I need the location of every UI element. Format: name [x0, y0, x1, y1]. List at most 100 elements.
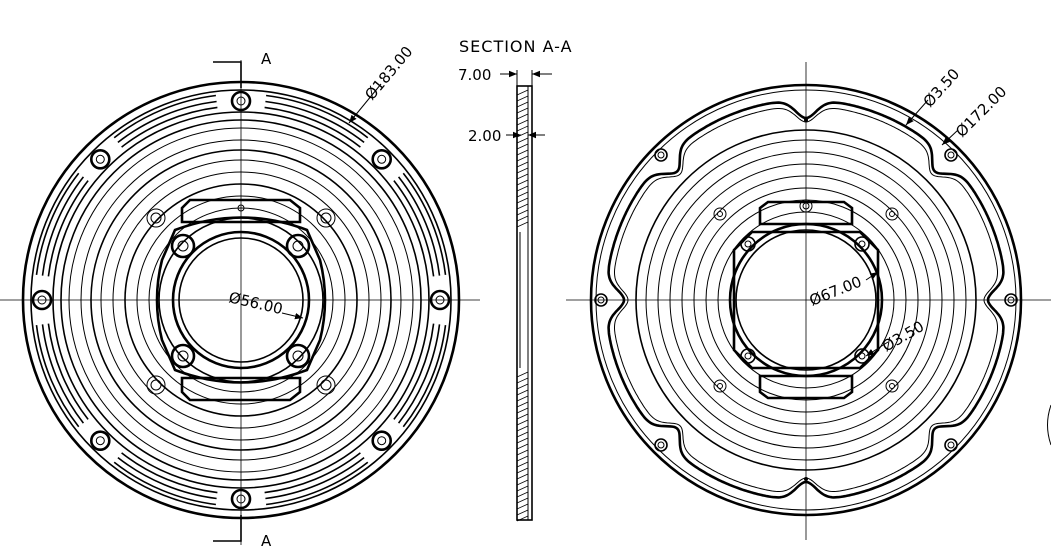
left-mounting-hole — [316, 208, 336, 228]
right-outer-dim-leader — [941, 129, 959, 146]
left-ring — [80, 139, 402, 461]
left-ring — [148, 207, 334, 393]
right-mounting-hole-core — [889, 211, 895, 217]
hatch-line — [516, 125, 529, 132]
left-hub-hole — [285, 343, 311, 369]
left-rim-hole-core — [236, 96, 246, 106]
hatch-line — [516, 485, 529, 492]
left-mounting-hole-core — [150, 379, 162, 391]
left-rim-hole — [429, 289, 451, 311]
section-thickness-label: 7.00 — [458, 66, 491, 84]
left-ring — [60, 119, 422, 481]
right-outer-diameter-label: Ø172.00 — [952, 83, 1010, 141]
hatch-line — [516, 455, 529, 462]
left-hub-hole-core — [177, 350, 189, 362]
hatch-line — [516, 467, 529, 474]
left-mounting-hole-core — [320, 379, 332, 391]
left-arc-slots — [35, 94, 447, 506]
hatch-line — [516, 413, 529, 420]
left-outer-diameter-label: Ø183.00 — [361, 43, 416, 104]
hatch-line — [516, 395, 529, 402]
hatch-line — [516, 221, 529, 228]
section-title: SECTION A-A — [459, 37, 573, 56]
hatch-line — [516, 215, 529, 222]
left-rim-hole — [90, 149, 111, 170]
hatch-line — [516, 197, 529, 204]
hatch-line — [516, 149, 529, 156]
hatch-line — [516, 479, 529, 486]
hatch-line — [516, 443, 529, 450]
left-slot-arc — [47, 180, 89, 277]
right-plate-view: Ø3.50 Ø172.00 Ø67.00 Ø3.50 — [566, 62, 1051, 540]
right-rim-hole-core — [1007, 296, 1015, 304]
hatch-line — [516, 389, 529, 396]
left-top-tab — [180, 198, 302, 224]
left-hub-hole — [285, 233, 311, 259]
hatch-line — [516, 185, 529, 192]
hatch-line — [516, 119, 529, 126]
left-top-pin — [237, 204, 245, 212]
right-ring — [635, 129, 977, 471]
right-hub-hole-core — [744, 352, 752, 360]
left-rim-hole — [230, 90, 252, 112]
hatch-line — [516, 425, 529, 432]
section-hatch-bottom — [516, 371, 529, 522]
left-outer-rim-inner — [30, 89, 452, 511]
left-rim-hole-core — [95, 154, 105, 164]
hatch-line — [516, 431, 529, 438]
edge-partial-shape — [1047, 404, 1051, 446]
left-rim-hole — [90, 430, 111, 452]
hatch-line — [516, 449, 529, 456]
section-marker-top: A — [261, 50, 272, 68]
right-rim-hole — [944, 438, 958, 452]
left-slot-arc — [113, 461, 216, 506]
left-slot-arc — [41, 176, 85, 276]
left-slot-arc — [265, 100, 365, 144]
left-bore-dim-leader — [281, 312, 304, 320]
hatch-line — [516, 107, 529, 114]
left-rim-hole-core — [236, 494, 246, 504]
right-mounting-hole — [713, 207, 727, 221]
left-rim-hole — [371, 430, 393, 452]
left-hub-hole — [170, 233, 196, 259]
hatch-line — [516, 377, 529, 384]
left-slot-arc — [265, 456, 365, 500]
right-rim-hole — [594, 293, 608, 307]
left-slot-arc — [47, 323, 89, 420]
right-hub-hole — [854, 236, 870, 252]
right-rim-hole-core — [947, 441, 955, 449]
right-bore-ring — [728, 222, 884, 378]
hatch-line — [516, 515, 529, 522]
left-ring — [68, 127, 414, 473]
section-cut-bottom — [213, 515, 242, 542]
right-hub-hole — [854, 348, 870, 364]
right-ring — [645, 139, 967, 461]
hatch-line — [516, 167, 529, 174]
left-slot-arc — [393, 323, 435, 420]
left-slot-arc — [402, 325, 447, 428]
right-mounting-hole — [885, 207, 899, 221]
hatch-line — [516, 371, 529, 378]
left-slot-arc — [264, 106, 361, 148]
right-mounting-hole-core — [717, 211, 723, 217]
right-rim-hole — [654, 438, 668, 452]
section-a-a-view: SECTION A-A 7.00 2.00 — [458, 37, 573, 522]
hatch-line — [516, 203, 529, 210]
hatch-line — [516, 173, 529, 180]
hatch-line — [516, 89, 529, 96]
right-mounting-hole — [885, 379, 899, 393]
section-cut-top — [213, 61, 242, 88]
right-rim-hole — [654, 148, 668, 162]
left-slot-arc — [264, 452, 361, 494]
left-mounting-hole-core — [320, 212, 332, 224]
left-rim-holes — [31, 90, 451, 510]
right-rim-hole-core — [657, 151, 665, 159]
right-hub-hole-core — [858, 240, 866, 248]
left-rim-hole-core — [435, 295, 445, 305]
left-rim-hole-core — [95, 436, 105, 446]
right-bore-diameter-label: Ø67.00 — [807, 273, 865, 310]
left-slot-ring-inner — [52, 111, 430, 489]
left-ring — [90, 149, 392, 451]
hatch-line — [516, 509, 529, 516]
right-ring — [693, 187, 919, 413]
